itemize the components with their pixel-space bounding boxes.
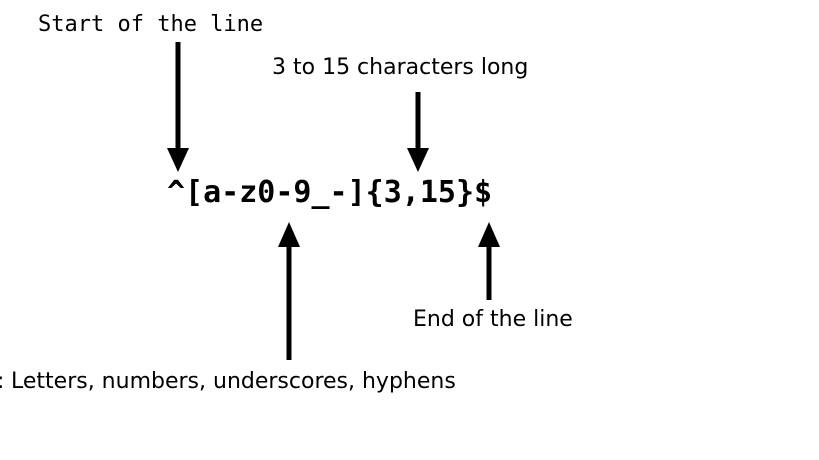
annotation-label-character-class: Letters, numbers, underscores, hyphens [11, 369, 456, 394]
arrow-length-quantifier [407, 92, 429, 172]
clipped-glyph-artifact: : [0, 371, 4, 393]
arrow-character-class [278, 222, 300, 360]
arrow-end-of-line [478, 222, 500, 300]
annotation-label-start-of-line: Start of the line [38, 12, 264, 37]
annotation-label-length-quantifier: 3 to 15 characters long [272, 55, 529, 80]
arrow-start-of-line [167, 42, 189, 172]
annotation-label-end-of-line: End of the line [413, 307, 573, 332]
regex-expression: ^[a-z0-9_-]{3,15}$ [167, 175, 493, 210]
